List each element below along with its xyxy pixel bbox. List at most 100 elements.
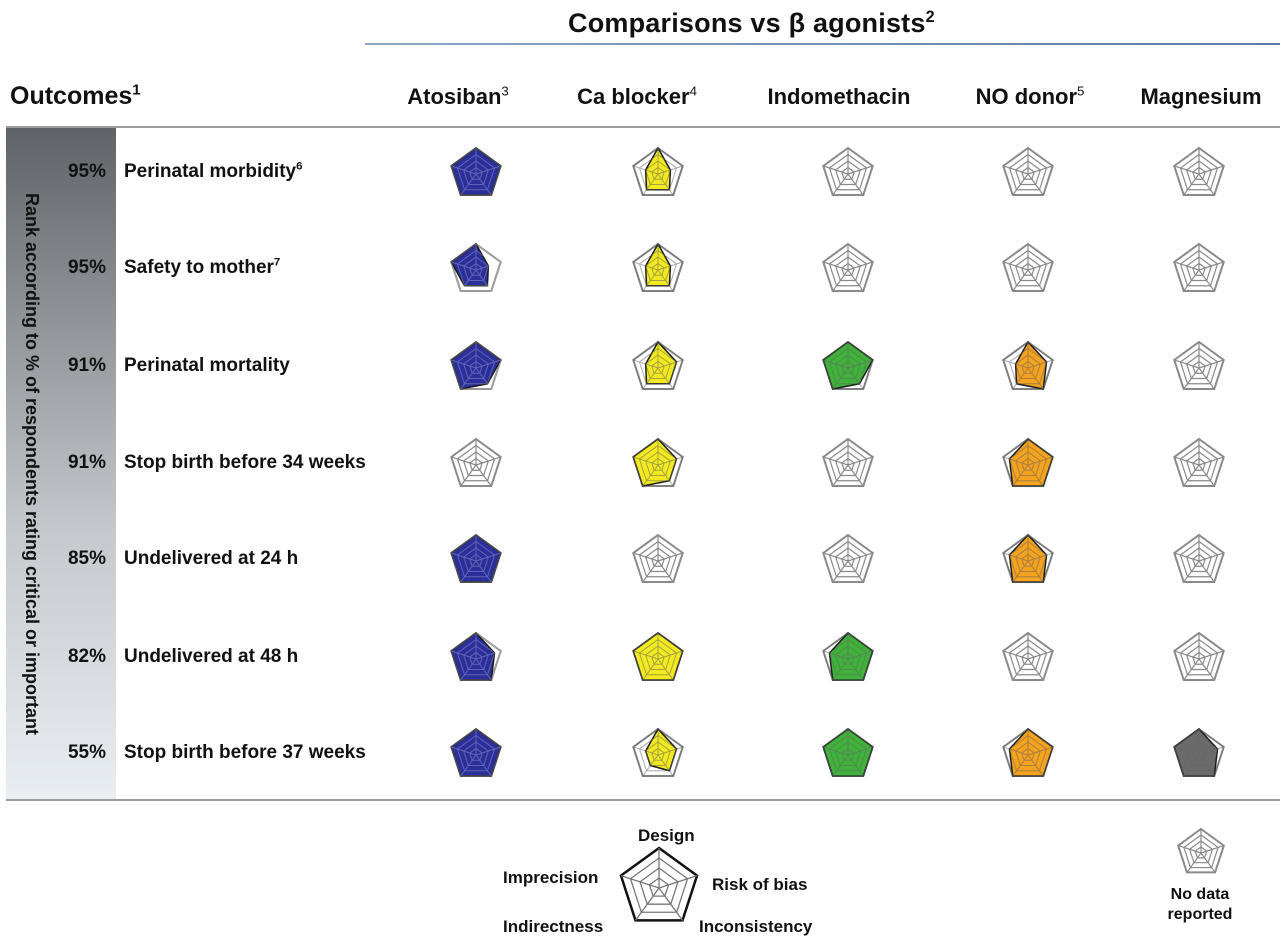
grade-radar-magnesium xyxy=(1173,727,1225,778)
no-data-radar-no-donor xyxy=(1002,146,1054,197)
radar-spoke xyxy=(1027,456,1053,466)
radar-ring xyxy=(1015,741,1041,767)
outcome-label: Perinatal morbidity6 xyxy=(124,161,302,183)
radar-spoke xyxy=(657,650,683,660)
radar-spoke xyxy=(1012,269,1029,292)
radar-ring xyxy=(822,533,874,584)
radar-spoke xyxy=(847,359,873,369)
radar-ring xyxy=(651,457,665,471)
radar-ring xyxy=(841,553,855,567)
radar-ring xyxy=(456,347,496,385)
radar-spoke xyxy=(642,173,659,196)
radar-ring xyxy=(828,444,868,482)
radar-spoke xyxy=(620,875,660,889)
radar-spoke xyxy=(823,456,849,466)
grade-radar-atosiban xyxy=(450,533,502,584)
radar-spoke xyxy=(1174,261,1200,271)
column-header-footnote: 4 xyxy=(689,83,697,99)
no-data-radar-icon xyxy=(1176,827,1226,874)
radar-ring xyxy=(469,457,483,471)
no-data-radar-magnesium xyxy=(1173,242,1225,293)
radar-ring xyxy=(632,341,684,390)
radar-ring xyxy=(1014,645,1042,671)
radar-spoke xyxy=(1003,552,1029,562)
radar-ring xyxy=(828,249,868,287)
radar-ring xyxy=(463,354,489,380)
outcome-footnote: 6 xyxy=(296,160,303,173)
radar-spoke xyxy=(832,269,849,292)
column-header-label: Atosiban xyxy=(407,84,502,109)
radar-spoke xyxy=(633,746,659,756)
outcome-label: Undelivered at 48 h xyxy=(124,646,298,668)
no-data-radar-magnesium xyxy=(1173,340,1225,391)
radar-spoke xyxy=(1198,754,1215,777)
radar-ring xyxy=(1185,160,1213,186)
outcome-label: Stop birth before 34 weeks xyxy=(124,452,366,474)
radar-ring xyxy=(450,632,502,681)
radar-spoke xyxy=(1012,367,1029,390)
radar-spoke xyxy=(657,754,674,777)
radar-ring xyxy=(632,147,684,196)
radar-spoke xyxy=(823,552,849,562)
radar-ring xyxy=(638,638,678,676)
radar-ring xyxy=(463,160,489,186)
radar-ring xyxy=(450,341,502,390)
radar-ring xyxy=(834,160,862,186)
radar-spoke xyxy=(847,650,873,660)
radar-ring xyxy=(1015,451,1041,477)
radar-spoke xyxy=(1198,165,1224,175)
radar-ring xyxy=(450,147,502,196)
grade-polygon xyxy=(450,242,490,287)
radar-spoke xyxy=(657,464,674,487)
radar-spoke xyxy=(1177,845,1202,854)
column-header-label: Magnesium xyxy=(1140,84,1262,109)
column-header-magnesium: Magnesium xyxy=(1101,84,1280,110)
radar-ring xyxy=(638,734,678,772)
radar-spoke xyxy=(475,165,501,175)
radar-ring xyxy=(639,867,679,905)
radar-spoke xyxy=(475,269,492,292)
radar-ring xyxy=(651,553,665,567)
radar-ring xyxy=(822,728,874,777)
radar-spoke xyxy=(1012,754,1029,777)
radar-spoke xyxy=(657,658,674,681)
column-header-footnote: 5 xyxy=(1077,83,1085,99)
legend-label-design: Design xyxy=(638,826,695,845)
outcome-label-text: Undelivered at 48 h xyxy=(124,646,299,667)
no-data-radar-ca-blocker xyxy=(632,533,684,584)
radar-ring xyxy=(1015,354,1041,380)
radar-spoke xyxy=(1200,852,1216,873)
outcome-label-text: Stop birth before 37 weeks xyxy=(124,742,366,763)
radar-ring xyxy=(828,638,868,676)
radar-spoke xyxy=(1027,560,1044,583)
radar-ring xyxy=(651,360,665,374)
radar-spoke xyxy=(642,464,659,487)
radar-ring xyxy=(1021,457,1035,471)
radar-ring xyxy=(1008,540,1048,578)
radar-ring xyxy=(841,457,855,471)
radar-ring xyxy=(638,444,678,482)
radar-spoke xyxy=(451,746,477,756)
radar-spoke xyxy=(634,887,660,921)
radar-ring xyxy=(1192,360,1206,374)
radar-ring xyxy=(1002,146,1054,197)
radar-spoke xyxy=(657,367,674,390)
radar-ring xyxy=(1021,553,1035,567)
radar-spoke xyxy=(451,261,477,271)
radar-ring xyxy=(1002,438,1054,487)
radar-ring xyxy=(450,728,502,777)
rank-gradient-bar xyxy=(6,128,116,799)
radar-spoke xyxy=(1003,746,1029,756)
radar-ring xyxy=(1185,354,1213,380)
no-data-radar-no-donor xyxy=(1002,242,1054,293)
radar-ring xyxy=(619,846,699,922)
radar-spoke xyxy=(847,754,864,777)
radar-spoke xyxy=(1174,650,1200,660)
radar-spoke xyxy=(1012,560,1029,583)
radar-ring xyxy=(1185,451,1213,477)
column-header-no-donor: NO donor5 xyxy=(930,84,1130,110)
radar-ring xyxy=(828,347,868,385)
radar-spoke xyxy=(847,464,864,487)
radar-spoke xyxy=(1174,552,1200,562)
no-data-radar-magnesium xyxy=(1173,631,1225,682)
